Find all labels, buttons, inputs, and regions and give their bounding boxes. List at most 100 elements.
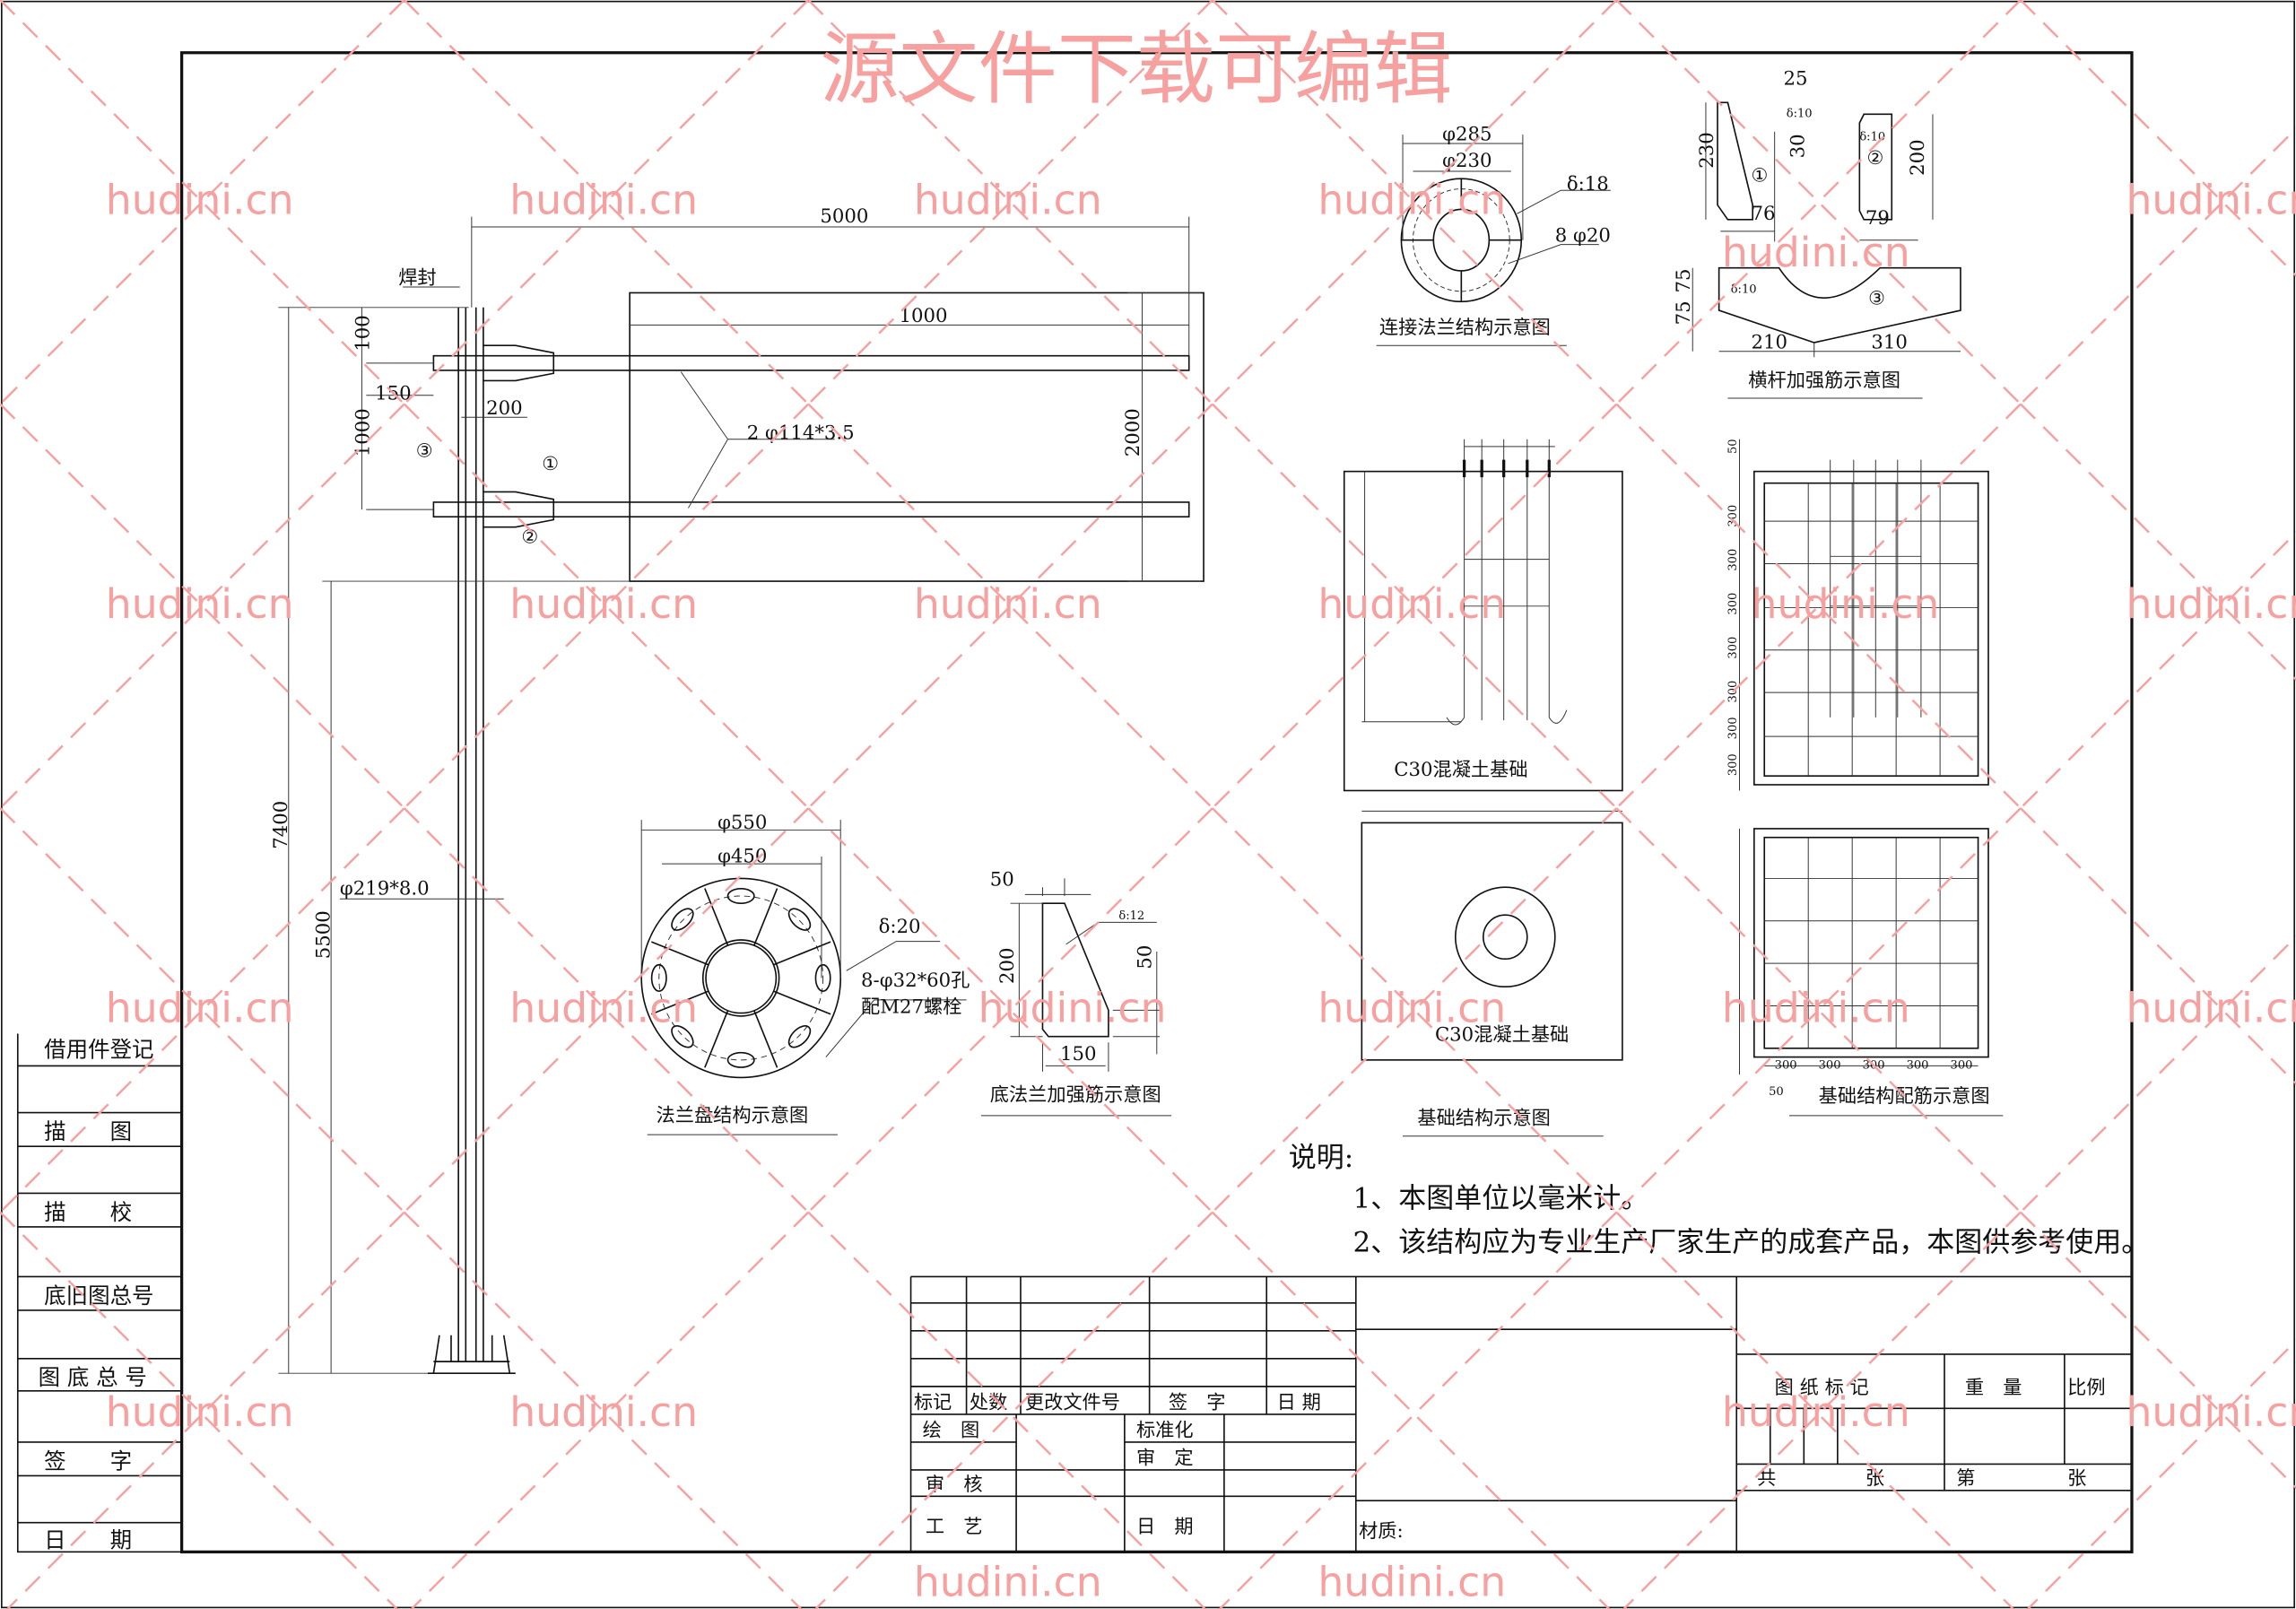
label-draw: 绘 图 xyxy=(923,1419,980,1441)
notes: 说明: 1、本图单位以毫米计。 2、该结构应为专业生产厂家生产的成套产品，本图供… xyxy=(1289,1142,2150,1259)
rev-header-sign: 签 字 xyxy=(1169,1391,1226,1413)
watermark-text: hudini.cn xyxy=(106,1388,294,1436)
watermark-text: hudini.cn xyxy=(914,1558,1102,1605)
rebar-edge: 50 xyxy=(1726,439,1740,454)
label-approve: 审 定 xyxy=(1136,1447,1194,1469)
connection-flange-view: φ285 φ230 δ:18 8 φ20 连接法兰结构示意图 xyxy=(1376,124,1611,346)
rib2-height: 200 xyxy=(1907,139,1929,176)
label-date: 日 期 xyxy=(44,1526,132,1552)
rib3-w2: 310 xyxy=(1871,332,1908,354)
rib3-h2: 75 xyxy=(1673,300,1695,325)
foundation-rebar-view: 300 300 300 300 300 300 300 50 300 300 3… xyxy=(1726,439,2004,1117)
rev-header-doc: 更改文件号 xyxy=(1025,1391,1120,1413)
watermark-text: hudini.cn xyxy=(509,984,698,1031)
dim-200: 200 xyxy=(486,397,523,420)
rib1-height: 230 xyxy=(1696,132,1718,169)
watermark-text: hudini.cn xyxy=(509,580,698,628)
watermark-text: hudini.cn xyxy=(914,580,1102,628)
label-trace-check: 描 校 xyxy=(44,1199,132,1225)
rib1-side: 30 xyxy=(1787,134,1809,158)
conn-flange-d-inner: φ230 xyxy=(1442,150,1492,172)
title-block: 标记 处数 更改文件号 签 字 日 期 绘 图 标准化 审 定 审 核 工 艺 … xyxy=(909,1275,2132,1552)
label-standard: 标准化 xyxy=(1136,1419,1194,1441)
rib2-thickness: δ:10 xyxy=(1859,131,1885,144)
conn-flange-holes: 8 φ20 xyxy=(1555,224,1611,247)
rebar-bottom-4: 300 xyxy=(1907,1059,1929,1073)
label-signature: 签 字 xyxy=(44,1448,132,1474)
note-1: 1、本图单位以毫米计。 xyxy=(1353,1183,1649,1215)
base-flange-view: φ550 φ450 δ:20 8-φ32*60孔 配M27螺栓 法兰盘结构示意图 xyxy=(640,812,970,1135)
rebar-edge-bottom: 50 xyxy=(1769,1085,1784,1099)
label-sheets2: 张 xyxy=(2067,1467,2086,1490)
dim-total-height: 7400 xyxy=(270,801,292,849)
drawing-frame xyxy=(179,51,2134,1553)
dim-box-height: 2000 xyxy=(1122,408,1144,457)
label-tb-date: 日 期 xyxy=(1136,1516,1194,1538)
base-flange-thickness: δ:20 xyxy=(879,916,921,938)
dim-box-width: 1000 xyxy=(899,305,947,327)
watermark-text: hudini.cn xyxy=(2126,984,2296,1031)
watermark-text: hudini.cn xyxy=(914,176,1102,223)
label-material: 材质: xyxy=(1359,1520,1404,1543)
watermark-text: hudini.cn xyxy=(2126,176,2296,223)
watermark-text: hudini.cn xyxy=(509,1388,698,1436)
pole-spec: φ219*8.0 xyxy=(340,877,430,900)
label-review: 审 核 xyxy=(926,1474,983,1496)
foundation-view: C30混凝土基础 C30混凝土基础 基础结构示意图 xyxy=(1343,439,1623,1137)
pole-main-view: 5000 1000 焊封 100 150 200 1000 2000 2 φ11… xyxy=(270,205,1205,1375)
left-register-column: 借用件登记 描 图 描 校 底旧图总号 图 底 总 号 签 字 日 期 xyxy=(16,1033,182,1552)
watermark-text: hudini.cn xyxy=(509,176,698,223)
label-weight: 重 量 xyxy=(1965,1377,2022,1399)
label-trace: 描 图 xyxy=(44,1118,132,1144)
base-rib-thickness: δ:12 xyxy=(1118,909,1144,923)
rebar-spacing-7: 300 xyxy=(1726,753,1740,776)
label-sheets: 张 xyxy=(1866,1467,1884,1490)
base-rib-height: 200 xyxy=(996,947,1019,984)
dim-total-width: 5000 xyxy=(820,205,868,228)
label-sheet-no: 第 xyxy=(1956,1467,1975,1490)
foundation-title: 基础结构示意图 xyxy=(1417,1108,1551,1130)
base-flange-d-outer: φ550 xyxy=(718,812,767,834)
base-flange-holes: 8-φ32*60孔 xyxy=(861,970,970,992)
dim-top: 100 xyxy=(352,315,375,352)
crossarm-ribs-view: 25 δ:10 230 30 ① 76 δ:10 ② 200 79 δ:10 ③… xyxy=(1673,68,1961,399)
label-total: 共 xyxy=(1757,1467,1776,1490)
base-rib-side: 50 xyxy=(1134,945,1156,970)
notes-heading: 说明: xyxy=(1289,1142,1353,1174)
label-old-number: 底旧图总号 xyxy=(44,1283,153,1309)
rib2-width: 79 xyxy=(1866,207,1890,230)
label-borrow-register: 借用件登记 xyxy=(44,1037,153,1063)
callout-2: ② xyxy=(521,526,538,549)
watermark-diamond xyxy=(807,1211,1213,1609)
rev-header-count: 处数 xyxy=(970,1391,1007,1413)
rebar-spacing-1: 300 xyxy=(1726,505,1740,527)
watermark-text: hudini.cn xyxy=(106,176,294,223)
foundation-concrete-label-plan: C30混凝土基础 xyxy=(1435,1024,1569,1047)
conn-flange-title: 连接法兰结构示意图 xyxy=(1379,317,1551,339)
watermark-text: hudini.cn xyxy=(978,984,1167,1031)
rebar-spacing-6: 300 xyxy=(1726,717,1740,739)
label-base-number: 图 底 总 号 xyxy=(39,1364,147,1390)
base-rib-width: 150 xyxy=(1060,1043,1097,1065)
weld-label: 焊封 xyxy=(398,267,436,290)
conn-flange-d-outer: φ285 xyxy=(1442,124,1492,146)
watermark-diamond xyxy=(1615,0,2022,405)
rib3-thickness: δ:10 xyxy=(1731,283,1757,296)
dim-arm-spacing: 1000 xyxy=(352,408,375,457)
rebar-spacing-4: 300 xyxy=(1726,637,1740,659)
rib1-thickness: δ:10 xyxy=(1787,108,1813,121)
base-flange-bolts: 配M27螺栓 xyxy=(861,996,961,1019)
rib1-top: 25 xyxy=(1783,68,1807,91)
watermark-text: hudini.cn xyxy=(2126,1388,2296,1436)
base-flange-title: 法兰盘结构示意图 xyxy=(657,1104,809,1126)
rebar-spacing-2: 300 xyxy=(1726,549,1740,571)
conn-flange-thickness: δ:18 xyxy=(1567,173,1609,196)
rebar-bottom-1: 300 xyxy=(1775,1059,1797,1073)
label-process: 工 艺 xyxy=(926,1516,983,1538)
watermark-banner: 源文件下载可编辑 xyxy=(820,23,1452,116)
rebar-bottom-5: 300 xyxy=(1951,1059,1973,1073)
crossarm-ribs-title: 横杆加强筋示意图 xyxy=(1748,370,1900,392)
